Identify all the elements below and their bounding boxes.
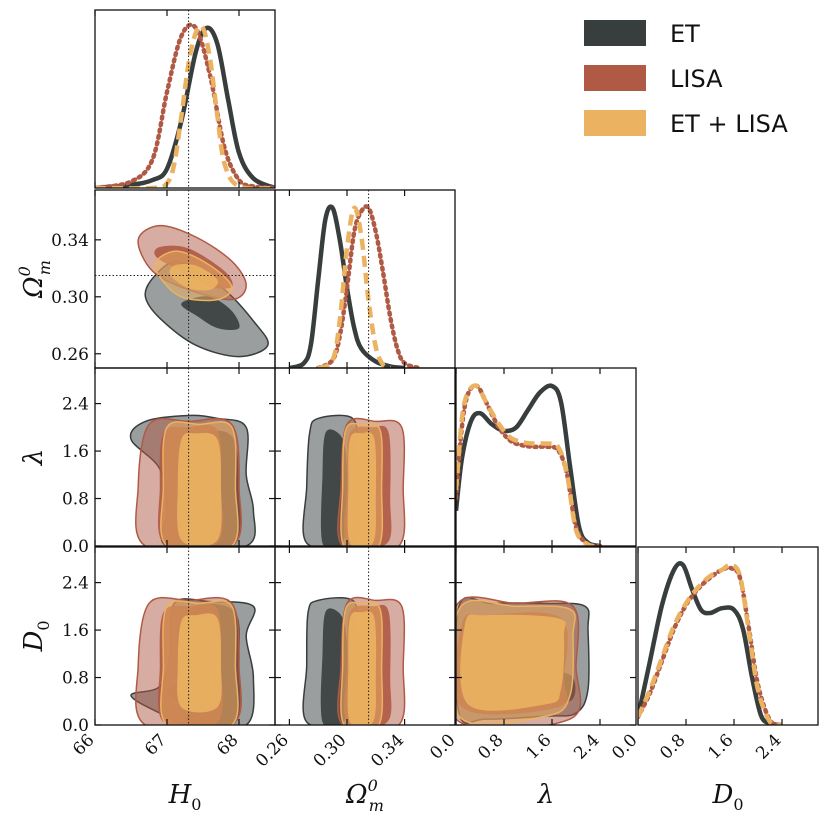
marginal-lisa-D0	[638, 565, 785, 725]
x-axis-label-lambda: λ	[537, 780, 554, 810]
y-tick-label-D0: 1.6	[62, 621, 89, 641]
x-tick-label-D0: 0.8	[656, 730, 689, 763]
marginal-lisa-Om	[315, 204, 422, 368]
contour68-et-lisa-lambda-D0	[460, 614, 566, 711]
legend-label: ET	[670, 20, 700, 48]
x-tick-label-Om: 0.34	[367, 730, 408, 771]
x-tick-label-lambda: 0.8	[474, 730, 507, 763]
x-tick-label-Om: 0.30	[310, 730, 351, 771]
panel-Om-D0	[302, 547, 406, 725]
contour68-et-H0-Om	[181, 296, 240, 331]
marginal-et-lisa-D0	[638, 562, 783, 725]
panel-D0	[638, 561, 785, 725]
panel-frame	[274, 546, 456, 726]
y-tick-label-Om: 0.26	[51, 345, 89, 365]
marginal-et-lambda	[456, 383, 601, 546]
panel-H0-lambda	[129, 368, 256, 546]
legend-swatch	[584, 110, 646, 136]
y-axis-label-lambda: λ	[19, 449, 49, 466]
panel-Om	[288, 190, 422, 368]
panel-H0-Om	[95, 190, 275, 368]
legend-swatch	[584, 20, 646, 46]
panel-lambda-D0	[456, 596, 590, 725]
x-tick-label-Om: 0.26	[252, 730, 293, 771]
x-tick-label-D0: 1.6	[704, 730, 737, 763]
panel-H0	[95, 10, 275, 188]
x-tick-label-lambda: 1.6	[522, 730, 555, 763]
x-tick-label-lambda: 0.0	[426, 730, 459, 763]
contour68-et-lisa-Om-D0	[347, 611, 377, 725]
contour68-et-lisa-H0-Om	[169, 263, 219, 291]
y-tick-label-lambda: 2.4	[62, 395, 89, 415]
marginal-et-D0	[638, 561, 783, 725]
marginal-et-lisa-Om	[317, 205, 392, 368]
y-tick-label-Om: 0.34	[51, 231, 89, 251]
contour68-et-lisa-H0-D0	[177, 613, 222, 713]
contour68-et-lisa-Om-lambda	[347, 432, 377, 546]
panel-Om-lambda	[302, 368, 406, 546]
x-axis-label-D0: D0	[711, 780, 743, 814]
y-axis-label-D0: D0	[19, 620, 53, 652]
panel-lambda	[456, 383, 603, 546]
marginal-et-Om	[288, 204, 405, 368]
x-tick-label-H0: 68	[213, 730, 242, 759]
y-tick-label-lambda: 1.6	[62, 442, 89, 462]
contour68-et-lisa-H0-lambda	[177, 432, 222, 546]
marginal-et-H0	[95, 25, 275, 188]
marginal-et-lisa-lambda	[456, 383, 601, 546]
y-tick-label-Om: 0.30	[51, 288, 89, 308]
legend-label: ET + LISA	[670, 110, 788, 138]
panel-frame	[455, 367, 637, 547]
y-tick-label-D0: 0.8	[62, 669, 89, 689]
panel-frame	[274, 367, 456, 547]
x-axis-label-H0: H0	[168, 780, 202, 814]
y-axis-label-Om: Ω0m	[15, 260, 54, 299]
panel-frame	[455, 546, 637, 726]
x-tick-label-H0: 67	[141, 730, 170, 759]
y-tick-label-lambda: 0.0	[62, 537, 89, 557]
legend-entry-et: ET	[584, 20, 700, 48]
legend-label: LISA	[670, 65, 723, 93]
panel-frame	[94, 9, 276, 189]
y-tick-label-D0: 0.0	[62, 716, 89, 736]
x-tick-label-D0: 2.4	[752, 730, 785, 763]
legend-entry-et-lisa: ET + LISA	[584, 110, 788, 138]
legend-swatch	[584, 65, 646, 91]
y-tick-label-lambda: 0.8	[62, 490, 89, 510]
x-tick-label-D0: 0.0	[608, 730, 641, 763]
panel-H0-D0	[130, 547, 256, 725]
panel-frame	[637, 546, 819, 726]
legend-entry-lisa: LISA	[584, 65, 723, 93]
x-tick-label-lambda: 2.4	[570, 730, 603, 763]
legend: ET LISA ET + LISA	[584, 20, 788, 138]
y-tick-label-D0: 2.4	[62, 574, 89, 594]
